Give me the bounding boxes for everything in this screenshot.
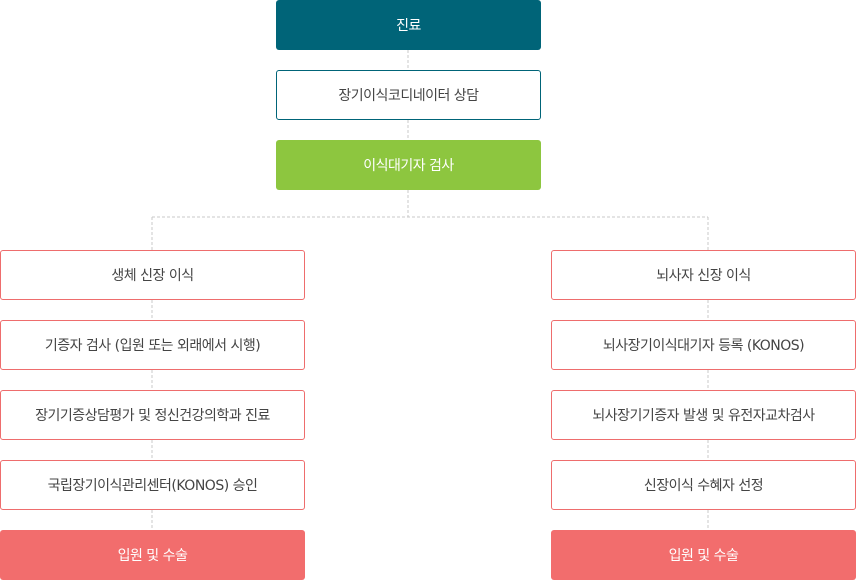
- right-step-2: 뇌사장기기증자 발생 및 유전자교차검사: [551, 390, 856, 440]
- left-step-1: 기증자 검사 (입원 또는 외래에서 시행): [0, 320, 305, 370]
- left-step-1-label: 기증자 검사 (입원 또는 외래에서 시행): [44, 338, 261, 354]
- right-step-3: 신장이식 수혜자 선정: [551, 460, 856, 510]
- step-coordinator-counseling-label: 장기이식코디네이터 상담: [338, 88, 479, 104]
- right-title-label: 뇌사자 신장 이식: [656, 268, 751, 284]
- left-title-label: 생체 신장 이식: [111, 268, 194, 284]
- step-recipient-exam-label: 이식대기자 검사: [363, 158, 454, 174]
- right-title-box: 뇌사자 신장 이식: [551, 250, 856, 300]
- left-final-label: 입원 및 수술: [117, 548, 188, 564]
- left-step-3: 국립장기이식관리센터(KONOS) 승인: [0, 460, 305, 510]
- right-step-2-label: 뇌사장기기증자 발생 및 유전자교차검사: [592, 408, 815, 424]
- left-step-2-label: 장기기증상담평가 및 정신건강의학과 진료: [35, 408, 270, 424]
- left-step-3-label: 국립장기이식관리센터(KONOS) 승인: [47, 478, 258, 494]
- step-coordinator-counseling: 장기이식코디네이터 상담: [276, 70, 541, 120]
- step-consultation: 진료: [276, 0, 541, 50]
- right-step-1: 뇌사장기이식대기자 등록 (KONOS): [551, 320, 856, 370]
- left-title-box: 생체 신장 이식: [0, 250, 305, 300]
- left-final-box: 입원 및 수술: [0, 530, 305, 580]
- step-consultation-label: 진료: [396, 18, 421, 34]
- right-final-label: 입원 및 수술: [668, 548, 739, 564]
- right-step-1-label: 뇌사장기이식대기자 등록 (KONOS): [602, 338, 805, 354]
- right-final-box: 입원 및 수술: [551, 530, 856, 580]
- step-recipient-exam: 이식대기자 검사: [276, 140, 541, 190]
- right-step-3-label: 신장이식 수혜자 선정: [643, 478, 764, 494]
- left-step-2: 장기기증상담평가 및 정신건강의학과 진료: [0, 390, 305, 440]
